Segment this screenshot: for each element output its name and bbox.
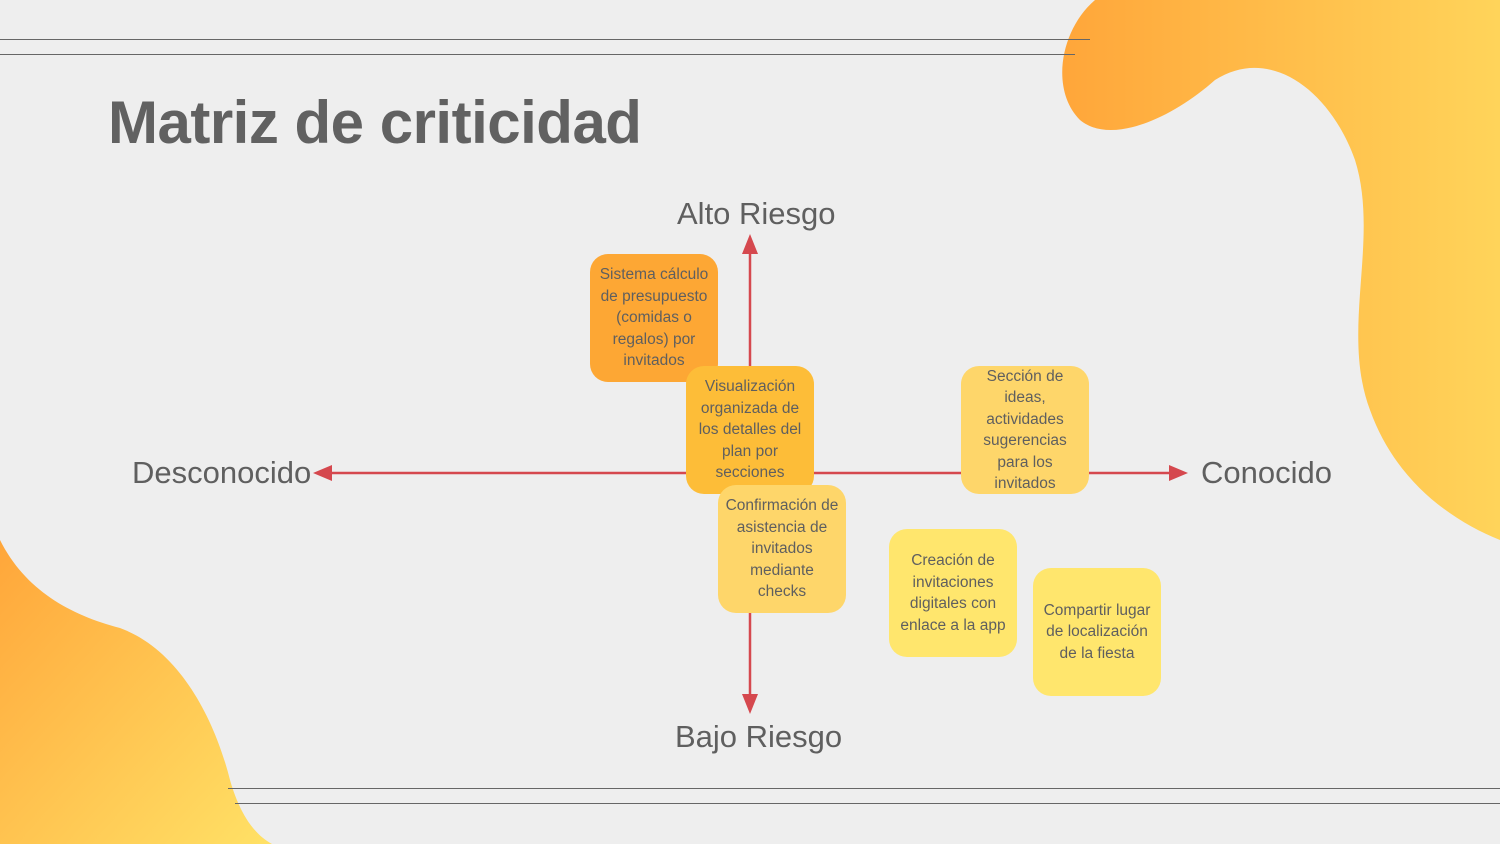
bottom-left-blob	[0, 540, 272, 844]
axis-label-known: Conocido	[1201, 455, 1332, 490]
top-frame-line-inner	[0, 54, 1075, 55]
arrow-left-icon	[313, 465, 332, 481]
top-frame-line	[0, 39, 1090, 40]
card-attendance-confirmation: Confirmación de asistencia de invitados …	[718, 485, 846, 613]
card-plan-details-view: Visualización organizada de los detalles…	[686, 366, 814, 494]
arrow-right-icon	[1169, 465, 1188, 481]
axis-label-unknown: Desconocido	[132, 455, 312, 490]
card-share-location: Compartir lugar de localización de la fi…	[1033, 568, 1161, 696]
axis-label-high-risk: Alto Riesgo	[677, 196, 836, 231]
card-digital-invitations: Creación de invitaciones digitales con e…	[889, 529, 1017, 657]
top-right-blob	[1062, 0, 1500, 540]
card-ideas-section: Sección de ideas, actividades sugerencia…	[961, 366, 1089, 494]
bottom-frame-line-inner	[235, 803, 1500, 804]
page-title: Matriz de criticidad	[108, 89, 642, 156]
arrow-up-icon	[742, 234, 758, 254]
arrow-down-icon	[742, 694, 758, 714]
axis-label-low-risk: Bajo Riesgo	[675, 719, 843, 754]
bottom-frame-line	[228, 788, 1500, 789]
card-budget-calculator: Sistema cálculo de presupuesto (comidas …	[590, 254, 718, 382]
